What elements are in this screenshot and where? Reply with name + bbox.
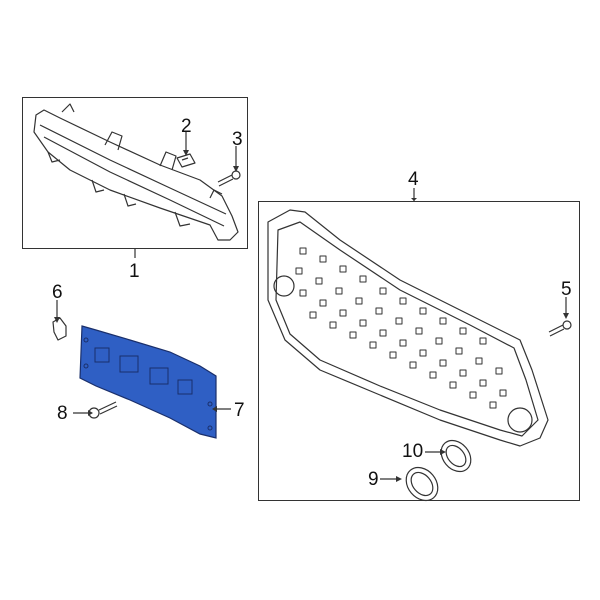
- callout-5: 5: [561, 279, 572, 300]
- part-10-cover[interactable]: [435, 435, 477, 478]
- part-5-bolt[interactable]: [548, 320, 572, 337]
- callout-3: 3: [232, 129, 243, 150]
- part-6-clip[interactable]: [52, 317, 67, 341]
- part-4-grille[interactable]: [267, 209, 549, 447]
- part-8-screw[interactable]: [88, 401, 118, 419]
- callout-2: 2: [181, 116, 192, 137]
- part-9-cover[interactable]: [400, 461, 445, 507]
- part-1-group-box: [22, 97, 248, 249]
- part-1-reinforcement[interactable]: [33, 103, 239, 241]
- part-3-bolt[interactable]: [217, 170, 241, 187]
- callout-10: 10: [402, 441, 424, 462]
- callout-8: 8: [57, 403, 68, 424]
- callout-4: 4: [408, 169, 419, 190]
- callout-6: 6: [52, 282, 63, 303]
- callout-9: 9: [368, 469, 379, 490]
- part-7-bracket[interactable]: [79, 325, 217, 439]
- callout-7: 7: [234, 400, 245, 421]
- callout-1: 1: [129, 261, 140, 282]
- part-4-group-box: [258, 201, 580, 501]
